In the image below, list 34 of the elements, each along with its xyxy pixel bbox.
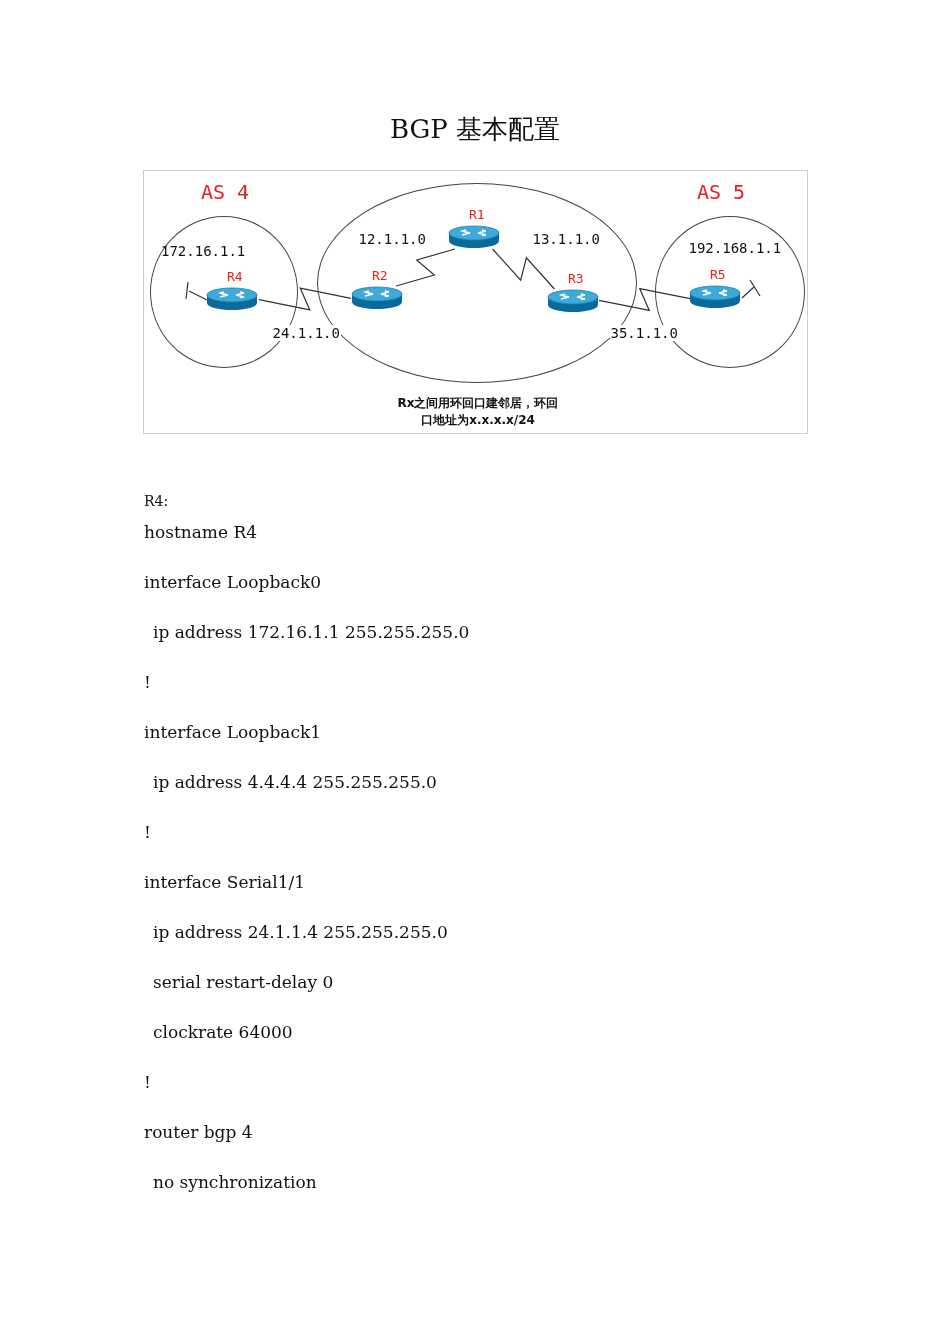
as-label: AS 4 [201, 180, 250, 204]
config-line: clockrate 64000 [153, 1022, 293, 1042]
router-label: R4 [227, 269, 243, 284]
config-line: no synchronization [153, 1172, 317, 1192]
edge-label: 13.1.1.0 [531, 231, 601, 247]
config-line: ip address 4.4.4.4 255.255.255.0 [153, 772, 437, 792]
ip-address-label: 192.168.1.1 [688, 240, 782, 256]
config-line: interface Serial1/1 [144, 872, 306, 892]
config-line: ! [144, 822, 151, 842]
router-label: R3 [568, 271, 584, 286]
config-line: ip address 24.1.1.4 255.255.255.0 [153, 922, 448, 942]
section-label: R4: [144, 493, 169, 509]
diagram-note: Rx之间用环回口建邻居，环回口地址为x.x.x.x/24 [396, 395, 560, 429]
config-line: ! [144, 1072, 151, 1092]
config-line: serial restart-delay 0 [153, 972, 334, 992]
as-label: AS 5 [697, 180, 746, 204]
serial-link [395, 248, 456, 287]
config-line: ip address 172.16.1.1 255.255.255.0 [153, 622, 470, 642]
config-line: ! [144, 672, 151, 692]
ip-address-label: 172.16.1.1 [161, 243, 246, 259]
edge-label: 24.1.1.0 [271, 325, 341, 341]
config-line: interface Loopback1 [144, 722, 322, 742]
router-label: R2 [372, 268, 388, 283]
config-line: router bgp 4 [144, 1122, 253, 1142]
config-line: hostname R4 [144, 522, 258, 542]
page-title: BGP 基本配置 [388, 113, 562, 146]
serial-link [598, 287, 691, 312]
router-label: R1 [469, 207, 485, 222]
edge-label: 12.1.1.0 [357, 231, 427, 247]
edge-label: 35.1.1.0 [609, 325, 679, 341]
config-line: interface Loopback0 [144, 572, 322, 592]
serial-link [491, 248, 556, 290]
serial-link [258, 287, 352, 311]
router-label: R5 [710, 267, 726, 282]
